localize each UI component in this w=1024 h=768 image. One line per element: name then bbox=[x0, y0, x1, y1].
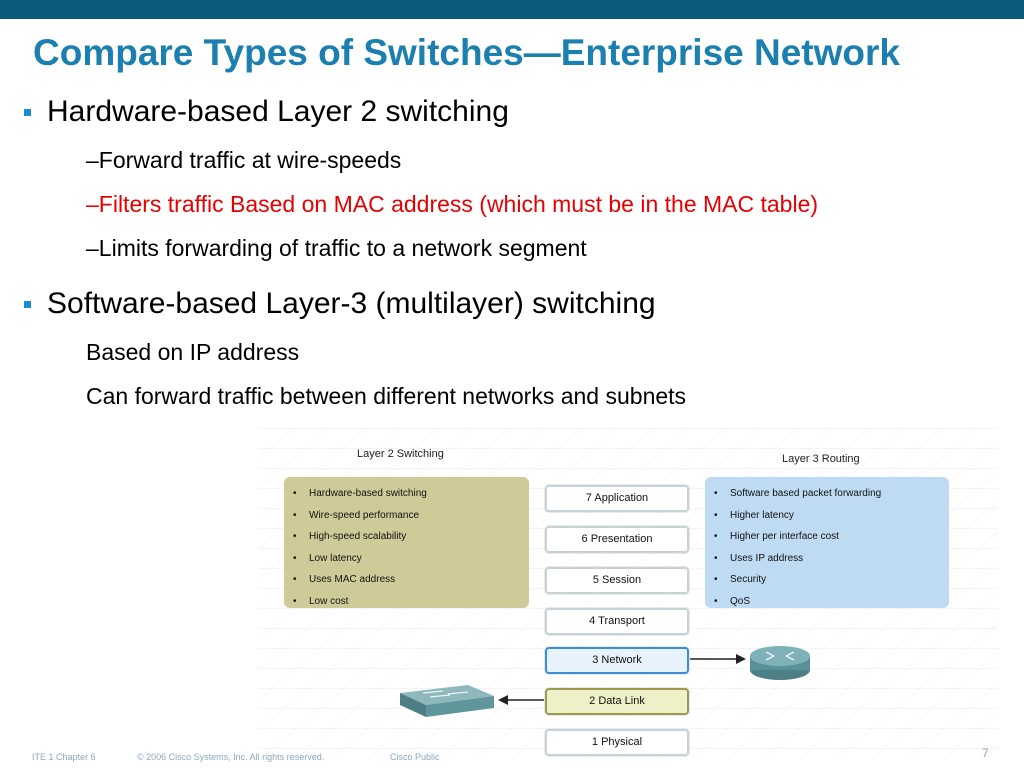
bullet-2-sub-1: Based on IP address bbox=[86, 339, 300, 365]
bullet-square-icon bbox=[24, 300, 31, 308]
layer3-item: •Uses IP address bbox=[714, 552, 804, 564]
switch-icon bbox=[400, 685, 494, 717]
layer2-item: •Hardware-based switching bbox=[293, 488, 427, 499]
layer3-item: •Security bbox=[714, 574, 767, 585]
osi-layer-session: 5 Session bbox=[545, 567, 689, 594]
top-banner bbox=[0, 0, 1024, 19]
osi-layer-network: 3 Network bbox=[545, 647, 689, 674]
layer2-panel: •Hardware-based switching •Wire-speed pe… bbox=[284, 477, 529, 608]
layer3-item: •Software based packet forwarding bbox=[714, 488, 882, 499]
page-number: 7 bbox=[982, 746, 989, 760]
layer3-item: •Higher latency bbox=[714, 509, 794, 521]
footer-chapter: ITE 1 Chapter 6 bbox=[32, 752, 96, 762]
footer-classification: Cisco Public bbox=[390, 752, 440, 762]
bullet-2-sub-2: Can forward traffic between different ne… bbox=[86, 383, 687, 409]
layer3-item: •Higher per interface cost bbox=[714, 531, 839, 542]
bullet-2: Software-based Layer-3 (multilayer) swit… bbox=[24, 287, 656, 321]
layer2-heading: Layer 2 Switching bbox=[357, 448, 444, 460]
layer3-item: •QoS bbox=[714, 595, 751, 607]
bullet-1-sub-1: –Forward traffic at wire-speeds bbox=[86, 147, 402, 173]
osi-layer-data-link: 2 Data Link bbox=[545, 688, 689, 715]
bullet-1-sub-3: –Limits forwarding of traffic to a netwo… bbox=[86, 235, 587, 261]
bullet-1: Hardware-based Layer 2 switching bbox=[24, 95, 509, 129]
router-icon bbox=[750, 646, 810, 680]
slide-title: Compare Types of Switches—Enterprise Net… bbox=[33, 32, 900, 73]
osi-comparison-figure: Layer 2 Switching Layer 3 Routing •Hardw… bbox=[258, 428, 998, 758]
layer3-heading: Layer 3 Routing bbox=[782, 453, 860, 465]
bullet-1-sub-2: –Filters traffic Based on MAC address (w… bbox=[86, 191, 819, 217]
layer3-panel: •Software based packet forwarding •Highe… bbox=[705, 477, 949, 608]
osi-layer-physical: 1 Physical bbox=[545, 729, 689, 756]
osi-layer-application: 7 Application bbox=[545, 485, 689, 512]
osi-layer-transport: 4 Transport bbox=[545, 608, 689, 635]
layer2-item: •Low latency bbox=[293, 552, 362, 564]
layer2-item: •Wire-speed performance bbox=[293, 509, 420, 521]
layer2-item: •Low cost bbox=[293, 595, 349, 607]
bullet-1-text: Hardware-based Layer 2 switching bbox=[47, 95, 509, 128]
layer2-item: •High-speed scalability bbox=[293, 531, 407, 542]
osi-layer-presentation: 6 Presentation bbox=[545, 526, 689, 553]
bullet-2-text: Software-based Layer-3 (multilayer) swit… bbox=[47, 287, 656, 320]
footer-copyright: © 2006 Cisco Systems, Inc. All rights re… bbox=[137, 752, 325, 762]
bullet-square-icon bbox=[24, 108, 31, 116]
layer2-item: •Uses MAC address bbox=[293, 574, 396, 585]
